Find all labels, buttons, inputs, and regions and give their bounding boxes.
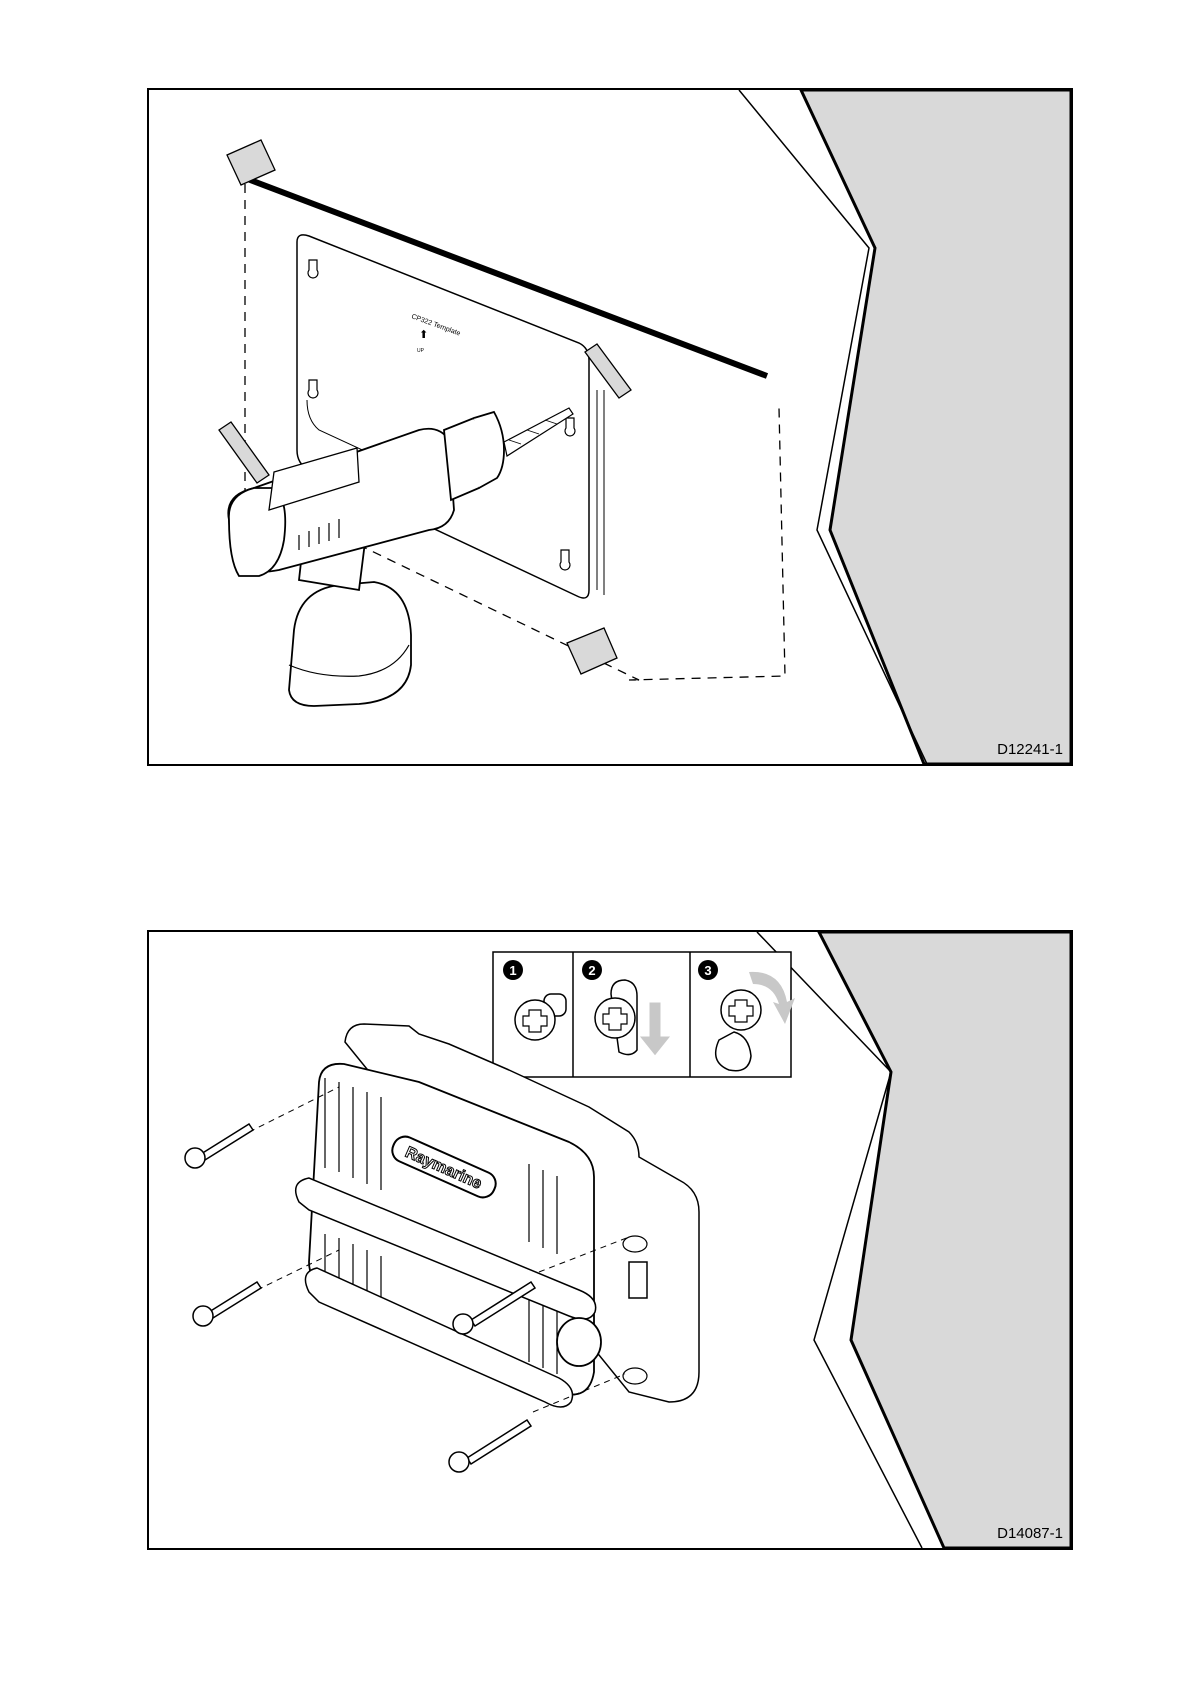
figure-drilling-template: CP322 Template ⬆ UP [147, 88, 1073, 766]
unit-knob [557, 1318, 601, 1366]
template-up-arrow: ⬆ [419, 328, 428, 341]
template-up-label: UP [417, 348, 425, 354]
drilling-illustration: CP322 Template ⬆ UP [149, 90, 1071, 764]
bulkhead-wall [819, 932, 1071, 1548]
mounting-illustration: 1 2 3 [149, 932, 1071, 1548]
bulkhead-wall [801, 90, 1071, 764]
figure-id-label: D12241-1 [997, 741, 1063, 758]
step-1-number: 1 [509, 963, 516, 978]
step-2-number: 2 [588, 963, 595, 978]
step-3-number: 3 [704, 963, 711, 978]
figure-id-label: D14087-1 [997, 1525, 1063, 1542]
figure-mounting-unit: 1 2 3 [147, 930, 1073, 1550]
